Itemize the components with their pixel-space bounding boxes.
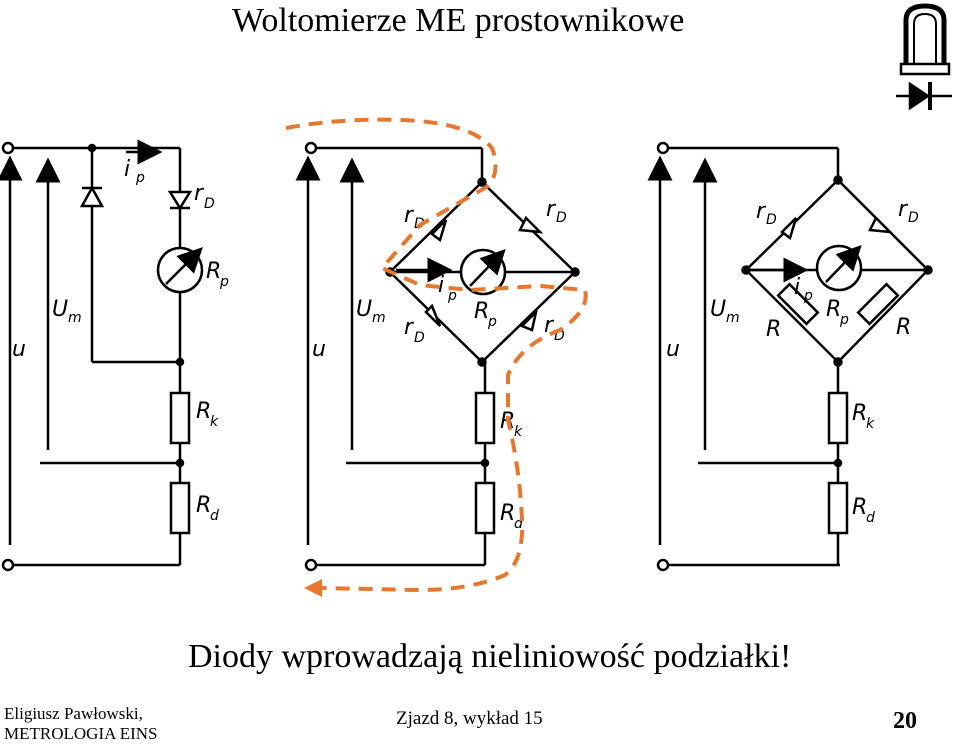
- label-U: U: [710, 297, 726, 322]
- label-r-sub: D: [414, 330, 425, 346]
- label-R: R: [896, 315, 911, 340]
- footer-org: METROLOGIA EINS: [4, 724, 158, 743]
- circuit-diode-bridge-labels: r D r D i p R p r D r D R k R d U m u: [312, 197, 567, 532]
- circuit-diode-bridge: [295, 141, 580, 572]
- footer-left: Eligiusz Pawłowski, METROLOGIA EINS: [4, 704, 157, 744]
- label-R-sub: d: [210, 508, 219, 524]
- label-R-sub: d: [514, 516, 523, 532]
- label-R-sub: k: [514, 424, 523, 440]
- label-r-sub: D: [908, 210, 919, 226]
- label-U-sub: m: [726, 310, 740, 326]
- label-R: R: [474, 299, 489, 324]
- footer-lecture: Zjazd 8, wykład 15: [396, 708, 543, 729]
- label-i: i: [438, 273, 444, 298]
- circuit-resistor-bridge: [647, 141, 933, 572]
- label-R-sub: k: [866, 416, 875, 432]
- label-r: r: [756, 199, 767, 224]
- label-R: R: [196, 399, 211, 424]
- label-R: R: [500, 501, 515, 526]
- label-i-sub: p: [447, 288, 457, 304]
- label-U: U: [52, 297, 68, 322]
- label-i: i: [794, 275, 800, 300]
- footer-author: Eligiusz Pawłowski,: [4, 704, 143, 723]
- label-R: R: [852, 401, 867, 426]
- label-U-sub: m: [68, 310, 82, 326]
- label-R: R: [826, 297, 841, 322]
- label-U-sub: m: [372, 310, 386, 326]
- label-r: r: [194, 181, 205, 206]
- label-r-sub: D: [204, 196, 215, 212]
- circuit-half-wave-labels: i p r D R p R k R d U m u: [12, 157, 229, 524]
- label-R-sub: d: [866, 510, 875, 526]
- slide-title: Woltomierze ME prostownikowe: [232, 2, 685, 39]
- label-R-sub: k: [210, 414, 219, 430]
- current-path-highlight: [285, 117, 588, 597]
- label-r: r: [404, 203, 415, 228]
- label-u: u: [12, 337, 26, 362]
- page-number: 20: [893, 708, 917, 734]
- label-R: R: [196, 493, 211, 518]
- label-u: u: [312, 337, 326, 362]
- label-r: r: [544, 313, 555, 338]
- label-r-sub: D: [766, 212, 777, 228]
- label-R-sub: p: [839, 312, 849, 328]
- diode-symbol-icon: [896, 3, 952, 111]
- label-r-sub: D: [556, 210, 567, 226]
- label-R: R: [206, 259, 221, 284]
- label-R-sub: p: [219, 274, 229, 290]
- label-R-sub: p: [487, 314, 497, 330]
- circuit-resistor-bridge-labels: r D r D i p R p R R R k R d U m u: [666, 197, 919, 526]
- label-R: R: [852, 495, 867, 520]
- label-r: r: [404, 315, 415, 340]
- label-r-sub: D: [554, 328, 565, 344]
- slide-caption: Diody wprowadzają nieliniowość podziałki…: [188, 638, 792, 675]
- label-R: R: [766, 317, 781, 342]
- label-i-sub: p: [803, 288, 813, 304]
- label-U: U: [356, 297, 372, 322]
- label-u: u: [666, 337, 680, 362]
- circuit-half-wave: [0, 139, 204, 572]
- label-r: r: [546, 197, 557, 222]
- label-i-sub: p: [135, 170, 145, 186]
- label-r: r: [898, 197, 909, 222]
- label-i: i: [124, 157, 130, 182]
